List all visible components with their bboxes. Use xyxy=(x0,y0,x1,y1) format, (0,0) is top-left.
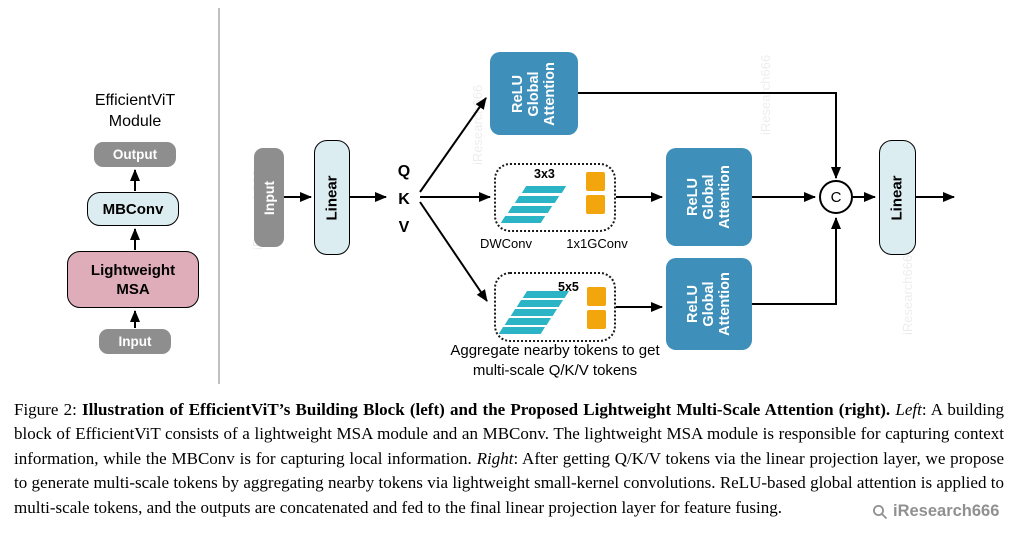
input-box-left: Input xyxy=(99,329,171,354)
relu-global-attention-mid-box: ReLU Global Attention xyxy=(666,148,752,246)
faint-watermark: iResearch666 xyxy=(758,54,773,135)
arrow-relu-top-to-concat xyxy=(578,92,841,179)
token-aggregation-3x3-box: 3x3 xyxy=(494,163,616,232)
aggregate-note: Aggregate nearby tokens to get multi-sca… xyxy=(450,342,660,379)
lightweight-msa-box: Lightweight MSA xyxy=(67,251,199,308)
concat-node: C xyxy=(819,180,853,214)
gconv-label: 1x1GConv xyxy=(566,236,628,251)
linear-in-box: Linear xyxy=(314,140,350,255)
magnifier-icon xyxy=(873,504,888,519)
linear-in-label: Linear xyxy=(323,174,341,221)
token-aggregation-5x5-box: 5x5 xyxy=(494,272,616,342)
gconv-1x1-squares-mid xyxy=(586,172,605,214)
relu-global-attention-mid-label: ReLU Global Attention xyxy=(685,165,733,229)
relu-global-attention-bottom-label: ReLU Global Attention xyxy=(685,272,733,336)
watermark: iResearch666 xyxy=(872,502,999,521)
dwconv-label: DWConv xyxy=(479,236,532,251)
relu-global-attention-top-box: ReLU Global Attention xyxy=(490,52,578,135)
faint-watermark: iResearch666 xyxy=(470,84,485,165)
input-box-right-label: Input xyxy=(261,180,277,215)
relu-global-attention-top-label: ReLU Global Attention xyxy=(510,61,558,126)
caption-title-bold: Illustration of EfficientViT’s Building … xyxy=(81,400,891,419)
faint-watermark: iResearch666 xyxy=(900,254,915,335)
output-box: Output xyxy=(94,142,176,167)
left-panel-title: EfficientViT Module xyxy=(94,92,176,130)
caption-right-marker: Right xyxy=(476,448,514,468)
arrow-relu-bottom-to-concat xyxy=(752,217,841,305)
kernel-5x5-label: 5x5 xyxy=(558,280,579,294)
caption-left-text: : A building block of EfficientViT consi… xyxy=(14,400,1004,468)
arrow-qkv-to-relu-top xyxy=(419,97,487,193)
linear-out-label: Linear xyxy=(888,174,906,221)
input-box-right: Input xyxy=(254,148,284,247)
dwconv-3x3-stack xyxy=(499,173,582,227)
caption-right-text: : After getting Q/K/V tokens via the lin… xyxy=(14,448,1005,517)
qkv-label: Q K V xyxy=(397,163,411,236)
mbconv-box: MBConv xyxy=(87,192,179,226)
caption-figure-number: Figure 2: xyxy=(14,400,82,419)
figure-caption: Figure 2: Illustration of EfficientViT’s… xyxy=(14,398,1004,520)
caption-left-marker: Left xyxy=(895,400,922,419)
kernel-3x3-label: 3x3 xyxy=(534,167,555,181)
relu-global-attention-bottom-box: ReLU Global Attention xyxy=(666,258,752,350)
watermark-text: iResearch666 xyxy=(893,502,1000,520)
arrow-qkv-to-conv5x5 xyxy=(419,201,488,302)
gconv-1x1-squares-bottom xyxy=(587,287,606,329)
linear-out-box: Linear xyxy=(879,140,916,255)
